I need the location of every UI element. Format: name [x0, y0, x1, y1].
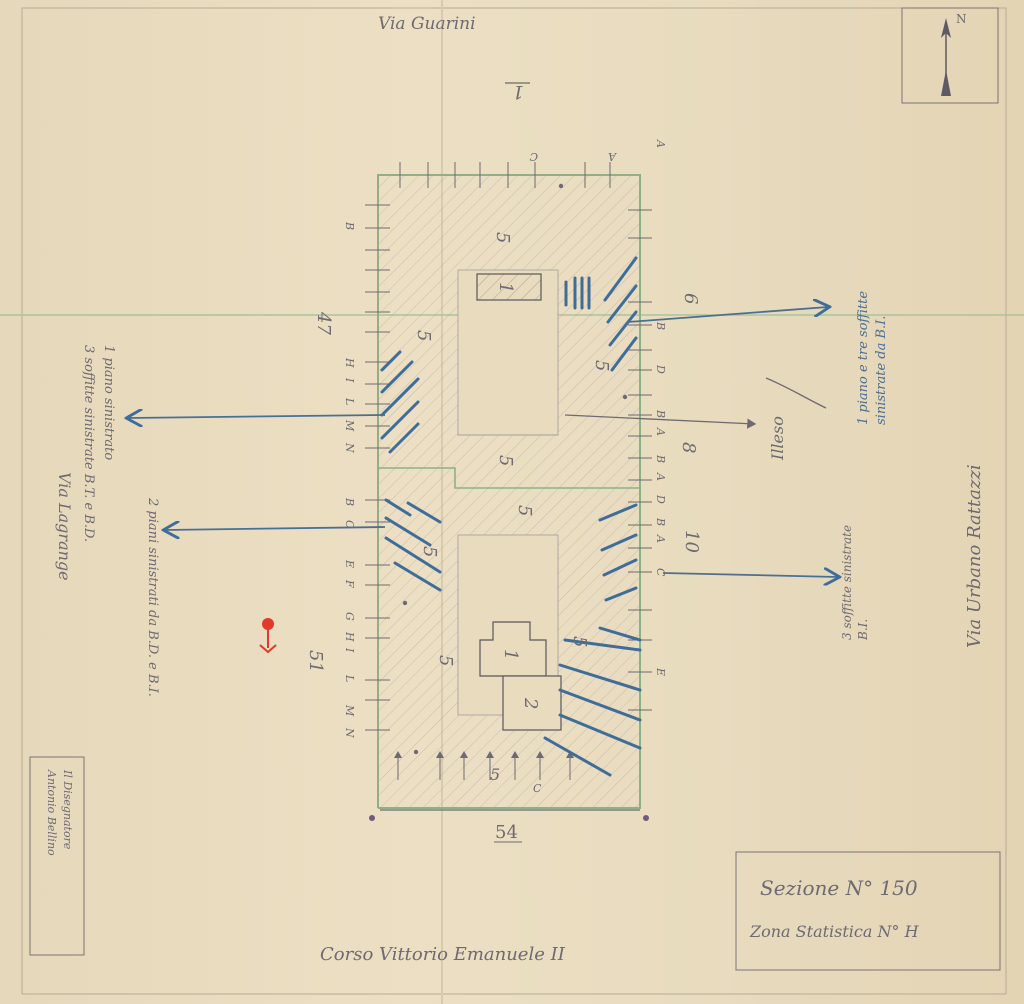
apartment-letter: M	[343, 419, 356, 432]
damage-hatching-southeast	[543, 626, 642, 777]
apartment-letter: C	[654, 568, 667, 577]
apartment-letter: D	[654, 494, 667, 504]
apartment-letter: A	[654, 534, 667, 543]
west-ticks	[365, 204, 390, 731]
apartment-letter: A	[654, 139, 667, 148]
entrance-dots	[402, 183, 628, 755]
apartment-letter: G	[343, 612, 356, 621]
apartment-letter: H	[343, 631, 356, 642]
annotation-east-lower-1: 3 soffitte sinistrate	[840, 524, 854, 640]
apartment-letter: B	[343, 497, 356, 506]
section-title: Sezione N° 150	[760, 876, 918, 900]
building-1	[479, 621, 547, 677]
building-number: 5	[514, 505, 535, 516]
apartment-letter: N	[343, 442, 356, 453]
street-north: Via Guarini	[378, 14, 476, 34]
corner-markers	[369, 815, 649, 821]
apartment-letter: C	[529, 150, 538, 163]
building-number: 2	[520, 697, 541, 709]
city-block	[377, 174, 641, 809]
signature-line2: Antonio Bellino	[45, 770, 58, 856]
zone-title: Zona Statistica N° H	[750, 922, 919, 941]
building-small	[476, 273, 542, 301]
annotation-east-upper-2: sinistrate da B.I.	[874, 315, 889, 425]
apartment-letter: A	[654, 427, 667, 436]
damage-hatching-west-upper	[380, 350, 420, 454]
building-number: 1	[500, 649, 521, 660]
apartment-letter: E	[654, 667, 667, 676]
sheet-border	[21, 7, 1007, 995]
apartment-letter: C	[343, 520, 356, 529]
block-number-bottom: 54	[495, 822, 518, 843]
annotation-west-upper-2: 3 soffitte sinistrate B.T. e B.D.	[81, 345, 96, 543]
apartment-letter: C	[533, 782, 542, 795]
south-entrance-arrows	[394, 751, 574, 780]
building-number: 5	[495, 455, 516, 466]
building-number: 5	[492, 232, 513, 243]
apartment-letter: I	[343, 647, 356, 653]
apartment-letter: B	[654, 517, 667, 526]
annotation-west-lower: 2 piani sinistrati da B.D. e B.I.	[145, 498, 160, 697]
apartment-letter: B	[343, 221, 356, 230]
damage-hatching-west-lower	[384, 498, 442, 592]
building-number: 1	[495, 282, 516, 293]
signature-box	[29, 756, 85, 956]
annotation-arrows	[128, 307, 838, 577]
annotation-west-upper-1: 1 piano sinistrato	[101, 345, 116, 461]
street-east: Via Urbano Rattazzi	[964, 464, 985, 648]
apartment-letter: E	[343, 559, 356, 568]
location-marker-icon	[259, 618, 277, 654]
block-number-left-lower: 51	[305, 650, 326, 673]
building-number: 5	[435, 655, 456, 666]
apartment-letter: A	[654, 472, 667, 481]
block-number-top: 1	[513, 81, 524, 102]
house-number: 6	[680, 293, 701, 304]
street-west: Via Lagrange	[55, 472, 74, 581]
apartment-letter: A	[608, 150, 617, 163]
building-number: 5	[490, 765, 500, 784]
title-box	[735, 851, 1001, 971]
building-number: 5	[413, 330, 434, 341]
signature-line1: Il Disegnatore	[61, 770, 74, 850]
apartment-letter: B	[654, 409, 667, 418]
north-ticks	[399, 162, 611, 188]
building-number: 5	[569, 636, 590, 647]
apartment-letter: F	[343, 579, 356, 588]
annotation-arrow-grey	[564, 414, 757, 429]
annotation-stroke	[765, 377, 827, 409]
apartment-letter: M	[343, 704, 356, 717]
apartment-letter: B	[654, 454, 667, 463]
house-number: 10	[681, 530, 702, 553]
building-number: 5	[419, 546, 440, 557]
building-2	[502, 675, 562, 731]
apartment-letter: L	[343, 674, 356, 682]
north-letter: N	[956, 12, 967, 26]
annotation-east-upper-1: 1 piano e tre soffitte	[856, 290, 871, 425]
annotation-east-lower-2: B.I.	[856, 618, 870, 640]
street-south: Corso Vittorio Emanuele II	[320, 944, 565, 965]
apartment-letter: H	[343, 357, 356, 368]
apartment-letter: L	[343, 397, 356, 405]
apartment-letter: B	[654, 321, 667, 330]
north-arrow-icon	[901, 7, 999, 104]
damage-hatching-east-middle	[598, 503, 638, 602]
annotation-east-middle: Illeso	[768, 416, 787, 460]
apartment-letter: I	[343, 377, 356, 383]
apartment-letter: D	[654, 364, 667, 374]
damage-hatching-east-upper	[564, 256, 638, 372]
house-number: 8	[678, 442, 699, 453]
apartment-letter: N	[343, 727, 356, 738]
building-number: 5	[591, 360, 612, 371]
block-number-left: 47	[313, 311, 334, 335]
